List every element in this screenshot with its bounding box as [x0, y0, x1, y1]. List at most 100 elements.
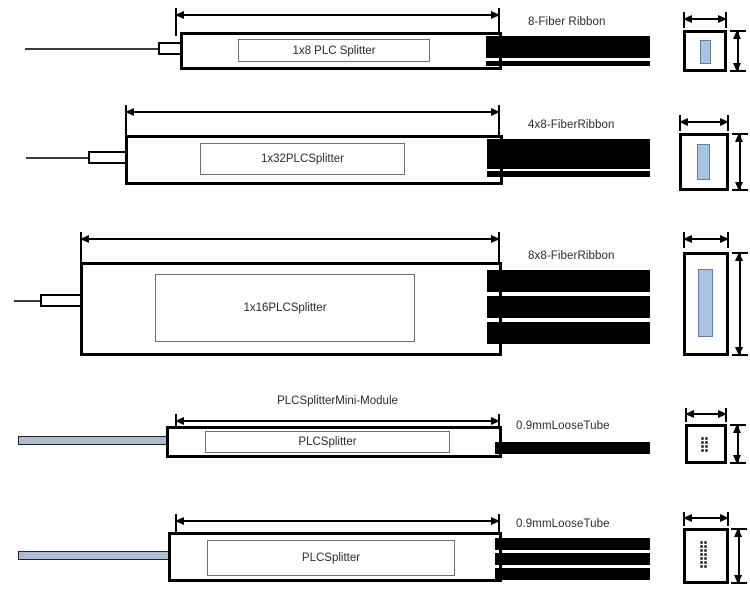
arrow-up-icon	[732, 424, 741, 433]
fiber-dot	[704, 557, 707, 560]
module-label-5: PLCSplitter	[301, 552, 361, 564]
fiber-dot	[700, 541, 703, 544]
fiber-dot	[704, 561, 707, 564]
input-loose-tube-5	[18, 551, 170, 560]
arrow-down-icon	[733, 575, 742, 584]
length-dimension-3	[80, 232, 500, 262]
output-label-1: 8-Fiber Ribbon	[528, 16, 606, 28]
fiber-dot	[705, 437, 708, 440]
dim-line	[739, 252, 741, 356]
fiber-dot	[704, 541, 707, 544]
arrow-right-icon	[491, 234, 500, 243]
arrow-right-icon	[491, 416, 500, 425]
output-tube-5-band-1	[495, 538, 650, 550]
arrow-up-icon	[733, 528, 742, 537]
arrow-right-icon	[720, 117, 729, 126]
xs-width-dimension-4	[685, 408, 727, 422]
arrow-right-icon	[491, 516, 500, 525]
dim-line	[683, 18, 727, 20]
input-connector-2	[88, 151, 128, 164]
dim-line	[125, 111, 500, 113]
cross-section-3	[683, 252, 729, 356]
output-label-3: 8x8-FiberRibbon	[528, 250, 615, 262]
dim-extension-left	[80, 232, 82, 262]
dim-line	[175, 420, 500, 422]
arrow-left-icon	[679, 117, 688, 126]
dim-extension-right	[498, 514, 500, 540]
cross-section-5	[683, 528, 729, 584]
output-label-2: 4x8-FiberRibbon	[528, 119, 615, 131]
fiber-dot	[700, 561, 703, 564]
fiber-dot	[705, 445, 708, 448]
length-dimension-5	[175, 514, 500, 540]
arrow-left-icon	[175, 10, 184, 19]
arrow-right-icon	[718, 409, 727, 418]
dim-line	[683, 517, 729, 519]
diagram-row-1x8: 1x8 PLC Splitter 8-Fiber Ribbon	[0, 0, 750, 95]
output-ribbon-1-band-1	[486, 36, 650, 58]
splitter-inner-label-box-5: PLCSplitter	[207, 540, 455, 576]
arrow-left-icon	[685, 409, 694, 418]
input-connector-1	[158, 42, 182, 55]
diagram-row-module-large: PLCSplitter 0.9mmLooseTube	[0, 500, 750, 595]
cross-section-4	[685, 424, 727, 464]
arrow-down-icon	[732, 455, 741, 464]
module-label-4: PLCSplitter	[298, 436, 357, 448]
dim-line	[175, 14, 500, 16]
output-ribbon-2-band-2	[487, 171, 650, 177]
input-connector-3	[40, 294, 82, 307]
fiber-dot	[700, 549, 703, 552]
output-ribbon-3-band-3	[487, 322, 650, 344]
output-label-4: 0.9mmLooseTube	[516, 420, 610, 432]
module-label-1: 1x8 PLC Splitter	[292, 44, 376, 57]
dim-extension-right	[498, 105, 500, 135]
fiber-dot-grid-5	[700, 541, 707, 568]
arrow-down-icon	[734, 347, 743, 356]
fiber-dot	[704, 545, 707, 548]
fiber-dot-grid-4	[701, 437, 708, 452]
length-dimension-1	[175, 8, 500, 36]
output-tube-5-band-3	[495, 568, 650, 580]
fiber-dot	[701, 445, 704, 448]
dim-extension-left	[175, 8, 177, 36]
input-fiber-2	[26, 157, 91, 159]
splitter-inner-label-box-3: 1x16PLCSplitter	[155, 274, 415, 342]
arrow-left-icon	[683, 14, 692, 23]
dim-extension-right	[498, 232, 500, 262]
arrow-left-icon	[683, 234, 692, 243]
fiber-dot	[701, 441, 704, 444]
arrow-right-icon	[491, 107, 500, 116]
xs-height-dimension-2	[732, 133, 748, 191]
arrow-up-icon	[734, 252, 743, 261]
output-tube-4-band-1	[495, 442, 650, 454]
fiber-dot	[704, 565, 707, 568]
arrow-right-icon	[720, 234, 729, 243]
module-label-3: 1x16PLCSplitter	[243, 302, 327, 314]
output-ribbon-3-band-1	[487, 270, 650, 292]
fiber-dot	[704, 553, 707, 556]
xs-height-dimension-5	[731, 528, 747, 584]
output-ribbon-1-band-2	[486, 61, 650, 66]
dim-line	[737, 30, 739, 72]
fiber-dot	[705, 441, 708, 444]
dim-line	[80, 238, 500, 240]
xs-width-dimension-1	[683, 12, 727, 28]
arrow-left-icon	[683, 513, 692, 522]
dimension-label-4: PLCSplitterMini-Module	[277, 395, 398, 407]
diagram-row-mini-module: PLCSplitterMini-Module PLCSplitter 0.9mm…	[0, 390, 750, 500]
arrow-left-icon	[125, 107, 134, 116]
arrow-left-icon	[175, 416, 184, 425]
fiber-dot	[701, 437, 704, 440]
module-label-2: 1x32PLCSplitter	[260, 153, 345, 165]
output-label-5: 0.9mmLooseTube	[516, 518, 610, 530]
fiber-dot	[700, 557, 703, 560]
arrow-right-icon	[718, 14, 727, 23]
dim-line	[679, 121, 729, 123]
output-ribbon-3-band-2	[487, 296, 650, 318]
dim-extension-left	[175, 514, 177, 540]
dim-line	[685, 413, 727, 415]
diagram-row-1x32: 1x32PLCSplitter 4x8-FiberRibbon	[0, 95, 750, 210]
output-ribbon-2-band-1	[487, 139, 650, 169]
input-loose-tube-4	[18, 436, 168, 445]
splitter-inner-label-box-1: 1x8 PLC Splitter	[238, 39, 430, 62]
